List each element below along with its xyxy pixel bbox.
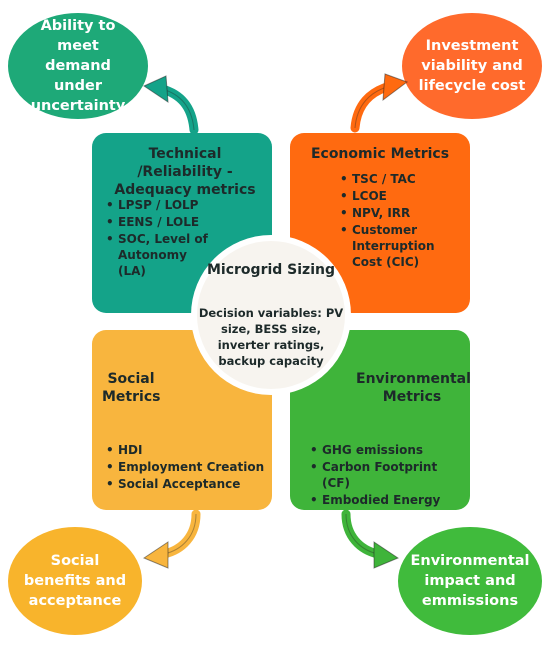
technical-outcome-circle: Ability to meet demand under uncertainty	[8, 13, 148, 119]
technical-reliability-quadrant: Technical /Reliability - Adequacy metric…	[92, 133, 272, 313]
environmental-metrics-list: GHG emissions Carbon Footprint (CF) Embo…	[310, 442, 468, 509]
economic-outcome-circle: Investment viability and lifecycle cost	[402, 13, 542, 119]
social-outcome-label: Social benefits and acceptance	[23, 553, 127, 609]
decision-variables-text: Decision variables: PV size, BESS size, …	[198, 306, 344, 368]
social-metrics-title: Social Metrics	[102, 371, 161, 405]
list-item: SOC, Level of Autonomy (LA)	[106, 231, 216, 279]
social-metrics-list: HDI Employment Creation Social Acceptanc…	[106, 442, 268, 493]
technical-metrics-list: LPSP / LOLP EENS / LOLE SOC, Level of Au…	[106, 197, 216, 280]
technical-outcome-label: Ability to meet demand under uncertainty	[30, 18, 126, 114]
list-item: LCOE	[340, 188, 466, 204]
economic-outcome-label: Investment viability and lifecycle cost	[418, 38, 526, 94]
environmental-outcome-label: Environmental impact and emmissions	[410, 553, 530, 609]
curved-arrow-icon	[142, 75, 199, 135]
curved-arrow-icon	[341, 509, 400, 569]
list-item: HDI	[106, 442, 268, 458]
technical-metrics-title: Technical /Reliability - Adequacy metric…	[114, 146, 256, 198]
list-item: Embodied Energy	[310, 492, 468, 508]
list-item: Social Acceptance	[106, 476, 268, 492]
environmental-metrics-title: Environmental Metrics	[356, 371, 471, 405]
list-item: TSC / TAC	[340, 171, 466, 187]
microgrid-sizing-center: Microgrid Sizing Decision variables: PV …	[197, 241, 345, 389]
economic-metrics-list: TSC / TAC LCOE NPV, IRR Customer Interru…	[340, 171, 466, 271]
curved-arrow-icon	[350, 73, 409, 133]
environmental-outcome-circle: Environmental impact and emmissions	[398, 527, 542, 635]
economic-metrics-title: Economic Metrics	[310, 146, 450, 162]
list-item: NPV, IRR	[340, 205, 466, 221]
center-title: Microgrid Sizing	[207, 262, 335, 278]
list-item: Customer Interruption Cost (CIC)	[340, 222, 466, 270]
list-item: EENS / LOLE	[106, 214, 216, 230]
list-item: LPSP / LOLP	[106, 197, 216, 213]
list-item: Employment Creation	[106, 459, 268, 475]
social-outcome-circle: Social benefits and acceptance	[8, 527, 142, 635]
list-item: Carbon Footprint (CF)	[310, 459, 468, 491]
list-item: GHG emissions	[310, 442, 468, 458]
curved-arrow-icon	[142, 509, 201, 569]
